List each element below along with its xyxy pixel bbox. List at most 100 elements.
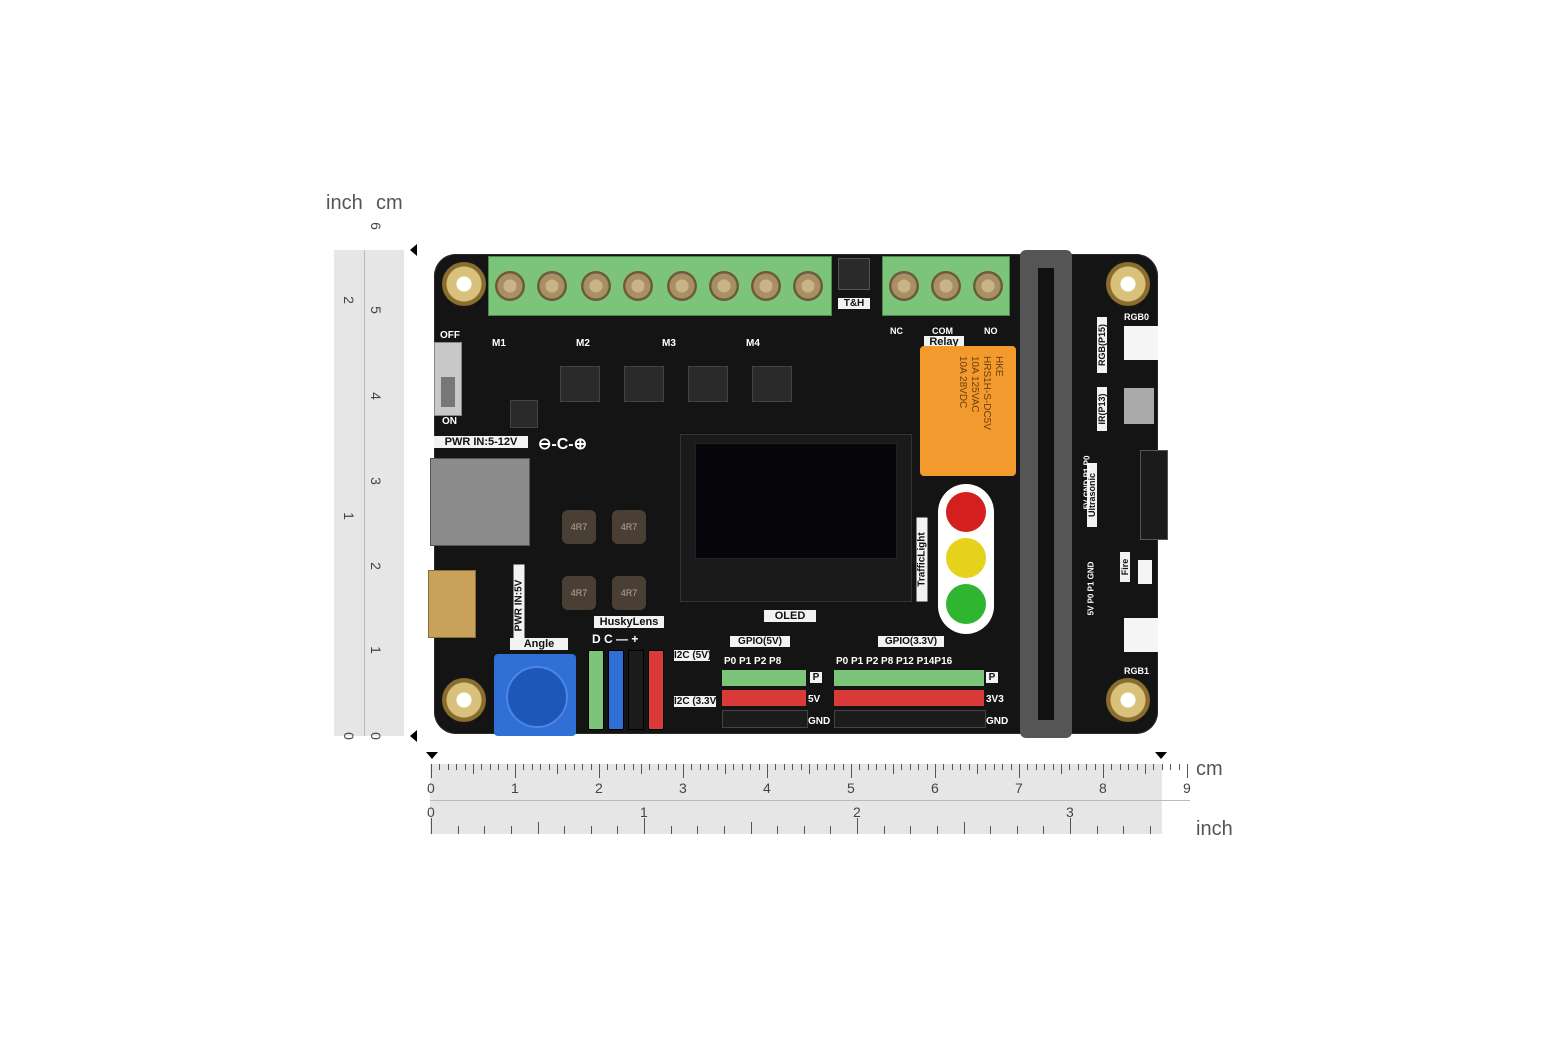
gpio-5v-signal-row[interactable] — [722, 670, 806, 686]
pot-knob[interactable] — [506, 666, 568, 728]
screw-terminal[interactable] — [667, 271, 697, 301]
mm-tick-mark — [800, 764, 802, 770]
cm-tick-label: 6 — [931, 780, 939, 796]
mm-tick-mark — [1178, 764, 1180, 770]
ultrasonic-header[interactable] — [1140, 450, 1168, 540]
mm-tick-mark — [1119, 764, 1121, 770]
switch-knob[interactable] — [441, 377, 455, 407]
cm-tick-mark — [431, 764, 432, 778]
mount-hole — [1106, 262, 1150, 306]
mm-tick-mark — [783, 764, 785, 770]
oled-label: OLED — [764, 610, 816, 622]
th-connector[interactable] — [838, 258, 870, 290]
pin-c[interactable] — [608, 650, 624, 730]
screw-terminal[interactable] — [709, 271, 739, 301]
screw-terminal[interactable] — [889, 271, 919, 301]
flame-sensor — [1138, 560, 1152, 584]
inch-subtick-mark — [670, 826, 672, 834]
gpio-5v-power-row[interactable] — [722, 690, 806, 706]
pin-gnd[interactable] — [628, 650, 644, 730]
ultrasonic-pins: 5V GND P1 P0 — [1082, 455, 1092, 510]
gpio-33v-signal-row[interactable] — [834, 670, 984, 686]
mm-tick-mark — [657, 764, 659, 770]
mm-tick-mark — [590, 764, 592, 770]
screw-terminal[interactable] — [581, 271, 611, 301]
relay-brand: HKE — [993, 356, 1004, 377]
gpio-33v-label: GPIO(3.3V) — [878, 636, 944, 647]
pwr-in-5v-label: PWR IN:5V — [513, 564, 525, 647]
left-inch-tick: 0 — [340, 732, 357, 740]
mm-tick-mark — [1136, 764, 1138, 770]
dc-barrel-jack[interactable] — [430, 458, 530, 546]
mount-hole — [1106, 678, 1150, 722]
mm-tick-mark — [573, 764, 575, 770]
yellow-led — [946, 538, 986, 578]
left-cm-tick: 6 — [367, 222, 384, 230]
mm-tick-mark — [1035, 764, 1037, 770]
gpio-5v-header[interactable] — [722, 670, 808, 730]
inductor: 4R7 — [562, 510, 596, 544]
left-cm-tick: 1 — [367, 646, 384, 654]
edge-connector-slot — [1038, 268, 1054, 720]
micro-usb-port[interactable] — [428, 570, 476, 638]
mm-tick-mark — [968, 764, 970, 770]
inch-tick-mark — [857, 818, 858, 834]
relay: HKE HRS1H-S-DC5V 10A 125VAC 10A 28VDC — [920, 346, 1016, 476]
gpio-5v-ground-row[interactable] — [722, 710, 808, 728]
inch-subtick-mark — [697, 826, 699, 834]
cm-tick-mark — [599, 764, 600, 778]
gpio-5v-label: GPIO(5V) — [730, 636, 790, 647]
inch-subtick-mark — [1016, 826, 1018, 834]
rgb0-label: RGB0 — [1124, 312, 1150, 322]
screw-terminal[interactable] — [623, 271, 653, 301]
screw-terminal[interactable] — [537, 271, 567, 301]
rgb1-label: RGB1 — [1124, 666, 1150, 676]
mcu-chip — [510, 400, 538, 428]
huskylens-header[interactable] — [588, 650, 672, 730]
gpio-33v-ground-row[interactable] — [834, 710, 986, 728]
pcb-board: M1 M2 M3 M4 T&H NC COM NO Relay HKE HRS1… — [428, 250, 1168, 738]
screw-terminal[interactable] — [973, 271, 1003, 301]
mm-tick-mark — [1077, 764, 1079, 770]
pin-d[interactable] — [588, 650, 604, 730]
mm-tick-mark — [708, 764, 710, 770]
gpio-33v-header[interactable] — [834, 670, 986, 730]
bottom-ruler-right-marker — [1155, 752, 1167, 759]
green-led — [946, 584, 986, 624]
inch-subtick-mark — [936, 826, 938, 834]
mm-tick-mark — [817, 764, 819, 770]
inch-subtick-mark — [484, 826, 486, 834]
microbit-edge-connector[interactable] — [1020, 250, 1072, 738]
oled-screen — [695, 443, 897, 559]
screw-terminal[interactable] — [931, 271, 961, 301]
cm-tick-mark — [851, 764, 852, 778]
cm-tick-mark — [515, 764, 516, 778]
mm-tick-mark — [750, 764, 752, 770]
bottom-inch-unit: inch — [1196, 818, 1233, 840]
screw-terminal[interactable] — [793, 271, 823, 301]
gpio-33v-power-row[interactable] — [834, 690, 984, 706]
red-led — [946, 492, 986, 532]
mm-tick-mark — [1145, 764, 1146, 774]
mm-tick-mark — [1069, 764, 1071, 770]
angle-potentiometer[interactable] — [494, 654, 576, 736]
gpio-5v-pins: P0 P1 P2 P8 — [724, 656, 782, 667]
pin-vcc[interactable] — [648, 650, 664, 730]
huskylens-label: HuskyLens — [594, 616, 664, 628]
mm-tick-mark — [1170, 764, 1172, 770]
power-switch[interactable] — [434, 342, 462, 416]
mm-tick-mark — [641, 764, 642, 774]
mm-tick-mark — [691, 764, 693, 770]
inch-subtick-mark — [1043, 826, 1045, 834]
pwr-in-label: PWR IN:5-12V — [434, 436, 528, 448]
inductor: 4R7 — [562, 576, 596, 610]
inch-subtick-mark — [883, 826, 885, 834]
inch-subtick-mark — [457, 826, 459, 834]
left-cm-tick: 5 — [367, 306, 384, 314]
screw-terminal[interactable] — [495, 271, 525, 301]
motor-driver-chip — [624, 366, 664, 402]
screw-terminal[interactable] — [751, 271, 781, 301]
traffic-light-label: TrafficLight — [916, 517, 928, 602]
mm-tick-mark — [666, 764, 668, 770]
mm-tick-mark — [884, 764, 886, 770]
